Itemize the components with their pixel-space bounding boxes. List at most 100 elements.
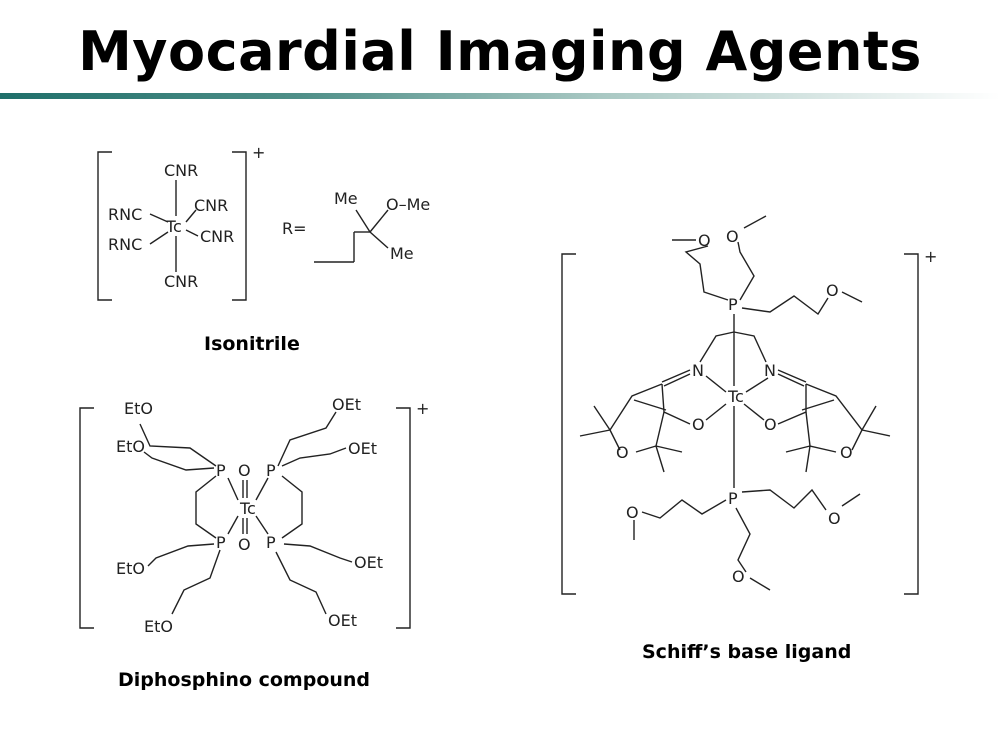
oxygen-label: O — [732, 567, 745, 586]
bond — [147, 543, 215, 567]
tc-label-schiff: Tc — [727, 387, 744, 406]
bond — [733, 331, 767, 363]
bond — [149, 213, 169, 223]
caption-diphosphino: Diphosphino compound — [118, 669, 370, 691]
ethoxy-label: EtO — [144, 617, 173, 636]
bond — [805, 411, 837, 453]
nitrogen-right: N — [764, 361, 776, 380]
oxygen-label: O — [826, 281, 839, 300]
bond — [275, 551, 327, 615]
bond — [801, 399, 835, 411]
oxygen-label: O — [764, 415, 777, 434]
bond — [171, 549, 221, 615]
bond — [699, 331, 735, 363]
rnc-label-lower-left: RNC — [108, 235, 142, 254]
caption-schiff-base: Schiff’s base ligand — [642, 641, 851, 663]
bond — [255, 477, 269, 501]
methyl-label-top: Me — [334, 189, 358, 208]
oxygen-label: O — [828, 509, 841, 528]
bond — [641, 499, 727, 519]
bond — [277, 411, 337, 467]
oxygen-label: O — [698, 231, 711, 250]
isonitrile-bracket-left — [97, 151, 112, 301]
bond — [227, 477, 239, 501]
bond — [143, 451, 215, 471]
methyl-label-bottom: Me — [390, 244, 414, 263]
bond — [749, 577, 771, 591]
ethoxy-label: EtO — [124, 399, 153, 418]
phosphorus-upper-left: P — [216, 461, 226, 480]
bond — [281, 475, 303, 539]
diphosphino-bracket-left — [79, 407, 94, 629]
bond — [661, 383, 691, 425]
cnr-label-upper-right: CNR — [194, 196, 228, 215]
bond — [185, 209, 197, 223]
bond — [281, 447, 347, 467]
bond — [745, 377, 769, 393]
bond — [705, 403, 727, 421]
bond — [777, 384, 807, 425]
ethoxy-label: OEt — [354, 553, 383, 572]
bond — [139, 423, 217, 467]
oxygen-label: O — [726, 227, 739, 246]
cnr-label-top: CNR — [164, 161, 198, 180]
bond — [185, 229, 199, 237]
oxygen-label: O — [840, 443, 853, 462]
isonitrile-bracket-right — [232, 151, 247, 301]
diphosphino-bracket-right — [396, 407, 411, 629]
ether-label: O–Me — [386, 195, 430, 214]
diphosphino-structure: + P P P P O O Tc EtO EtO EtO EtO — [79, 395, 429, 636]
caption-isonitrile: Isonitrile — [204, 333, 300, 355]
bond — [635, 411, 665, 453]
oxo-top: O — [238, 461, 251, 480]
bond — [195, 475, 217, 539]
slide-title: Myocardial Imaging Agents — [78, 20, 922, 83]
bond — [661, 369, 691, 383]
cnr-label-lower-right: CNR — [200, 227, 234, 246]
bond — [663, 373, 691, 387]
bond — [149, 231, 169, 245]
bond — [355, 209, 371, 233]
nitrogen-left: N — [692, 361, 704, 380]
bond — [227, 515, 239, 535]
oxygen-label: O — [692, 415, 705, 434]
ethoxy-label: OEt — [328, 611, 357, 630]
ethoxy-label: EtO — [116, 559, 145, 578]
bond — [369, 209, 389, 233]
rnc-label-upper-left: RNC — [108, 205, 142, 224]
bond — [684, 245, 729, 301]
phosphorus-upper-right: P — [266, 461, 276, 480]
bond — [841, 291, 863, 303]
bond — [633, 399, 667, 411]
bond — [741, 488, 827, 511]
oxygen-label: O — [626, 503, 639, 522]
diphosphino-charge: + — [416, 399, 429, 418]
phosphorus-bottom: P — [728, 489, 738, 508]
bond — [737, 241, 755, 301]
bond — [741, 295, 829, 316]
oxo-bottom: O — [238, 535, 251, 554]
schiff-base-structure: + Tc P P O O O N N O O — [561, 215, 937, 595]
ethoxy-label: EtO — [116, 437, 145, 456]
schiff-bracket-right — [904, 253, 919, 595]
bond — [579, 405, 683, 473]
isonitrile-structure: + CNR CNR CNR CNR RNC RNC Tc R= Me O–Me … — [97, 143, 430, 301]
oxygen-label: O — [616, 443, 629, 462]
r-equals-label: R= — [282, 219, 307, 238]
title-rule — [0, 93, 1000, 99]
bond — [743, 215, 767, 229]
schiff-charge: + — [924, 247, 937, 266]
bond — [805, 383, 863, 451]
bond — [255, 515, 269, 535]
bond — [777, 369, 807, 383]
bond — [283, 543, 353, 563]
bond — [735, 507, 751, 573]
bond — [785, 405, 891, 473]
phosphorus-top: P — [728, 295, 738, 314]
ethoxy-label: OEt — [348, 439, 377, 458]
tc-label-diphosphino: Tc — [239, 499, 256, 518]
bond — [369, 231, 389, 249]
ethoxy-label: OEt — [332, 395, 361, 414]
bond — [841, 493, 861, 507]
